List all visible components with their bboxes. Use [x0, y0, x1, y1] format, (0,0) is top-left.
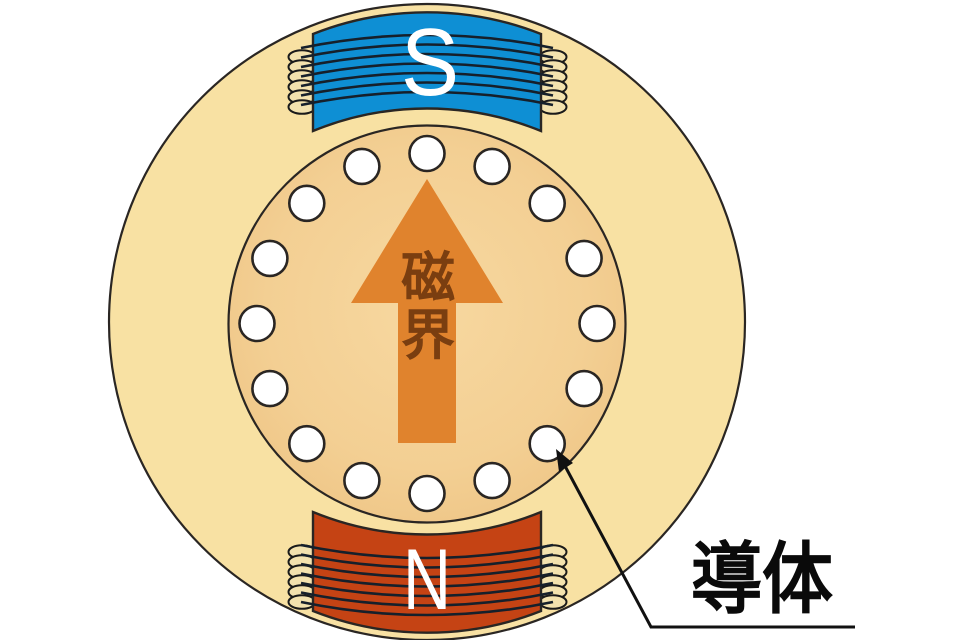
conductor: [287, 184, 326, 223]
s-pole-body: [311, 11, 543, 133]
conductor-ring: [238, 134, 616, 513]
conductor: [528, 184, 567, 223]
n-pole-coil-wires: [300, 543, 554, 617]
s-pole-magnet: S: [287, 9, 568, 133]
s-pole-label: S: [401, 9, 459, 116]
coil-wire: [300, 43, 554, 59]
magnetic-field-label-char-2: 界: [401, 306, 455, 366]
magnetic-field-label-char-1: 磁: [401, 248, 455, 308]
coil-wire: [300, 52, 554, 69]
n-pole-magnet: N: [287, 510, 568, 634]
conductor: [565, 369, 603, 408]
coil-wire: [300, 600, 554, 617]
coil-wire: [300, 543, 554, 560]
conductor: [287, 424, 326, 463]
conductor: [473, 147, 511, 186]
coil-wire: [300, 90, 554, 107]
coil-wire: [300, 81, 554, 97]
n-pole-coil-right: [538, 544, 568, 610]
callout-arrowhead: [556, 449, 573, 472]
conductor: [473, 461, 511, 500]
coil-wire: [300, 562, 554, 579]
conductor-label: 導体: [691, 535, 833, 623]
n-pole-label: N: [403, 532, 451, 628]
coil-wire: [300, 591, 554, 607]
callout-leader-line: [563, 465, 855, 629]
conductor: [578, 304, 616, 343]
conductor: [408, 134, 446, 173]
coil-wire: [300, 572, 554, 588]
conductor: [251, 239, 289, 278]
conductor: [408, 474, 446, 513]
coil-wire: [300, 553, 554, 569]
coil-wire: [300, 62, 554, 78]
s-pole-coil-wires: [300, 33, 554, 107]
coil-wire: [300, 71, 554, 88]
conductor: [343, 147, 381, 186]
conductor: [565, 239, 603, 278]
conductor: [343, 461, 381, 500]
conductor-callout: 導体: [556, 449, 855, 629]
conductor: [251, 369, 289, 408]
conductor: [528, 424, 567, 463]
coil-wire: [300, 581, 554, 598]
coil-wire: [300, 33, 554, 50]
conductor: [238, 304, 276, 343]
magnetic-field-arrow: [351, 179, 503, 443]
